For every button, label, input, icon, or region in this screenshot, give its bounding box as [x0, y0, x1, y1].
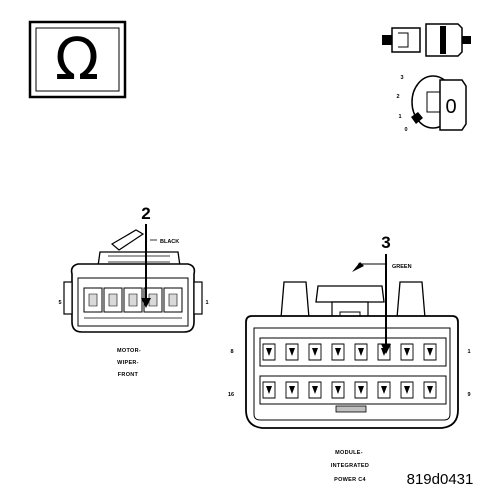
c4-pin-16: 16	[228, 392, 234, 398]
c4-caption-line-3: POWER C4	[334, 477, 366, 483]
wiper-caption-line-1: MOTOR-	[117, 348, 141, 354]
c4-pin-9: 9	[467, 392, 470, 398]
c4-top-terminal-row	[259, 337, 447, 367]
wiper-caption-line-3: FRONT	[118, 372, 139, 378]
c4-pin-1: 1	[467, 349, 470, 355]
wire-color-green: GREEN	[392, 264, 412, 270]
wiper-terminal-row	[83, 287, 183, 319]
ohmmeter-icon: Ω	[28, 20, 127, 99]
ignition-switch-icon: 3 2 1 0 0	[396, 75, 467, 133]
tipm-c4-connector: 3 GREEN 8 1 16 9 MOD	[228, 233, 471, 483]
ignition-pos-2: 2	[396, 94, 399, 100]
wire-color-black: BLACK	[160, 239, 179, 245]
wiper-caption-line-2: WIPER-	[117, 360, 139, 366]
ohm-symbol: Ω	[55, 25, 99, 93]
c4-bottom-terminal-row	[259, 375, 447, 413]
c4-caption-line-2: INTEGRATED	[331, 463, 369, 469]
wiper-motor-connector: 2 BLACK 5 1 MOTOR- WIPER- FRONT	[58, 204, 208, 378]
wiper-pin-5: 5	[58, 300, 61, 306]
ignition-pos-0: 0	[404, 127, 407, 133]
ignition-key-label: 0	[445, 96, 456, 118]
callout-3: 3	[381, 233, 390, 252]
c4-pin-8: 8	[230, 349, 233, 355]
ignition-pos-3: 3	[400, 75, 403, 81]
figure-id: 819d0431	[407, 471, 474, 488]
disconnect-connector-icon	[382, 23, 471, 57]
callout-2: 2	[141, 204, 150, 223]
wiper-pin-1: 1	[205, 300, 208, 306]
ignition-pos-1: 1	[398, 114, 401, 120]
c4-caption-line-1: MODULE-	[335, 450, 363, 456]
